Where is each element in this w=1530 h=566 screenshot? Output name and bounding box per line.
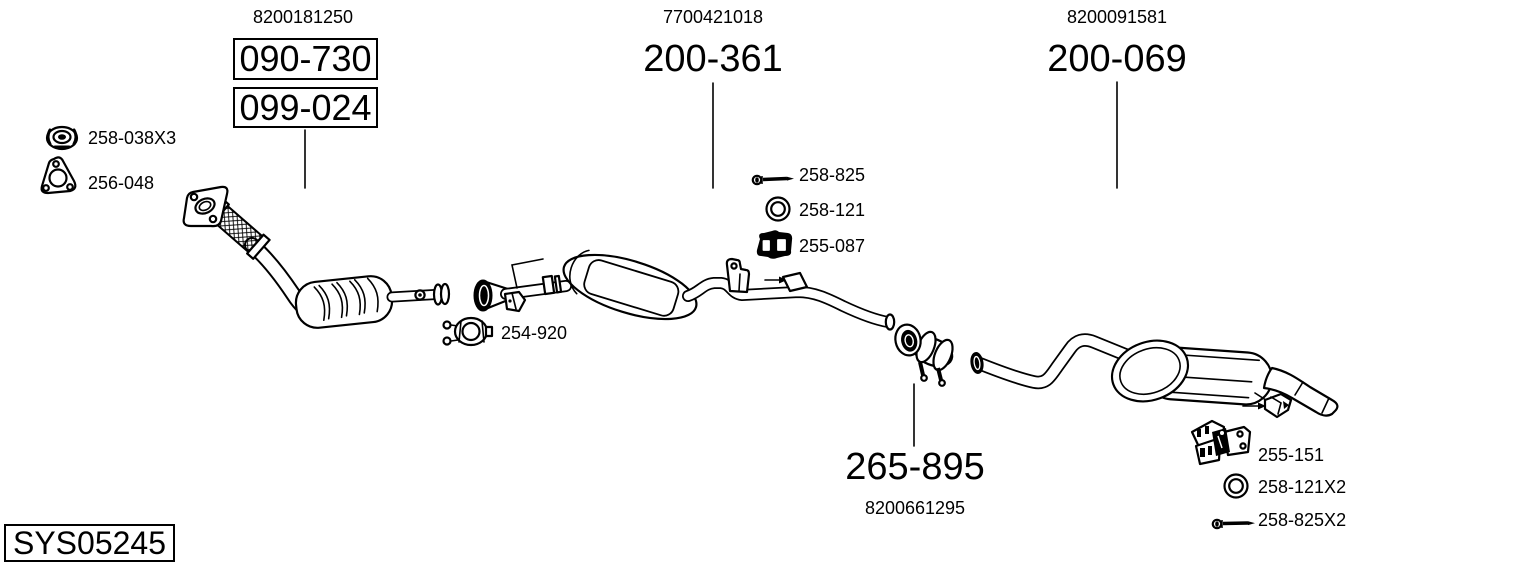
- bolt-center-id: 258-825: [799, 165, 866, 185]
- middle-muffler: [562, 249, 698, 321]
- front-oe-number: 8200181250: [252, 7, 354, 27]
- flange-nut-icon: [45, 125, 79, 151]
- pipe-bracket-plate: [725, 257, 751, 294]
- bolt-icon-center: [751, 174, 794, 186]
- tailpipe: [1262, 366, 1339, 417]
- coupling-part-number: 265-895: [845, 446, 985, 488]
- pipe-clamp-id: 254-920: [501, 323, 568, 343]
- rear-oe-number: 8200091581: [1066, 7, 1168, 27]
- rubber-mount-bracket-rear-id: 255-151: [1258, 445, 1325, 465]
- flange-nut-id: 258-038X3: [88, 128, 177, 148]
- mount-position-arrow-center: [764, 276, 787, 284]
- front-pipe-catalyst-drawing: [182, 185, 451, 329]
- center-oe-number: 7700421018: [662, 7, 764, 27]
- system-code-box: SYS05245: [4, 524, 175, 562]
- hanger-rod: [511, 258, 544, 289]
- coupling-oe-number: 8200661295: [864, 498, 966, 518]
- sealing-ring-center-id: 258-121: [799, 200, 866, 220]
- bolt-icon-rear: [1211, 518, 1255, 530]
- rear-hanger-bracket: [1263, 392, 1293, 419]
- front-part-number-box-a: 090-730: [233, 38, 378, 80]
- rubber-mount-bracket-icon-rear: [1190, 419, 1252, 466]
- leader-lines: [304, 81, 1118, 447]
- mount-position-arrow-rear: [1242, 402, 1266, 410]
- catalytic-converter: [294, 275, 394, 329]
- coupling-sleeve-drawing: [894, 323, 954, 387]
- rubber-mount-center-id: 255-087: [799, 236, 866, 256]
- front-part-number-a: 090-730: [239, 38, 372, 79]
- center-muffler-drawing: [473, 249, 896, 331]
- sealing-ring-rear-id: 258-121X2: [1258, 477, 1347, 497]
- rubber-mount-icon-center: [756, 230, 793, 259]
- bolt-rear-id: 258-825X2: [1258, 510, 1347, 530]
- pipe-clamp-icon: [442, 316, 494, 347]
- center-part-number: 200-361: [643, 38, 783, 80]
- system-code: SYS05245: [12, 524, 166, 561]
- sealing-ring-icon-rear: [1223, 473, 1249, 499]
- sealing-ring-icon-center: [765, 196, 791, 222]
- front-part-number-box-b: 099-024: [233, 87, 378, 128]
- gasket-id: 256-048: [88, 173, 155, 193]
- gasket-icon: [40, 156, 77, 195]
- rear-muffler-drawing: [970, 333, 1339, 419]
- front-part-number-b: 099-024: [239, 86, 372, 128]
- rear-part-number: 200-069: [1047, 38, 1187, 80]
